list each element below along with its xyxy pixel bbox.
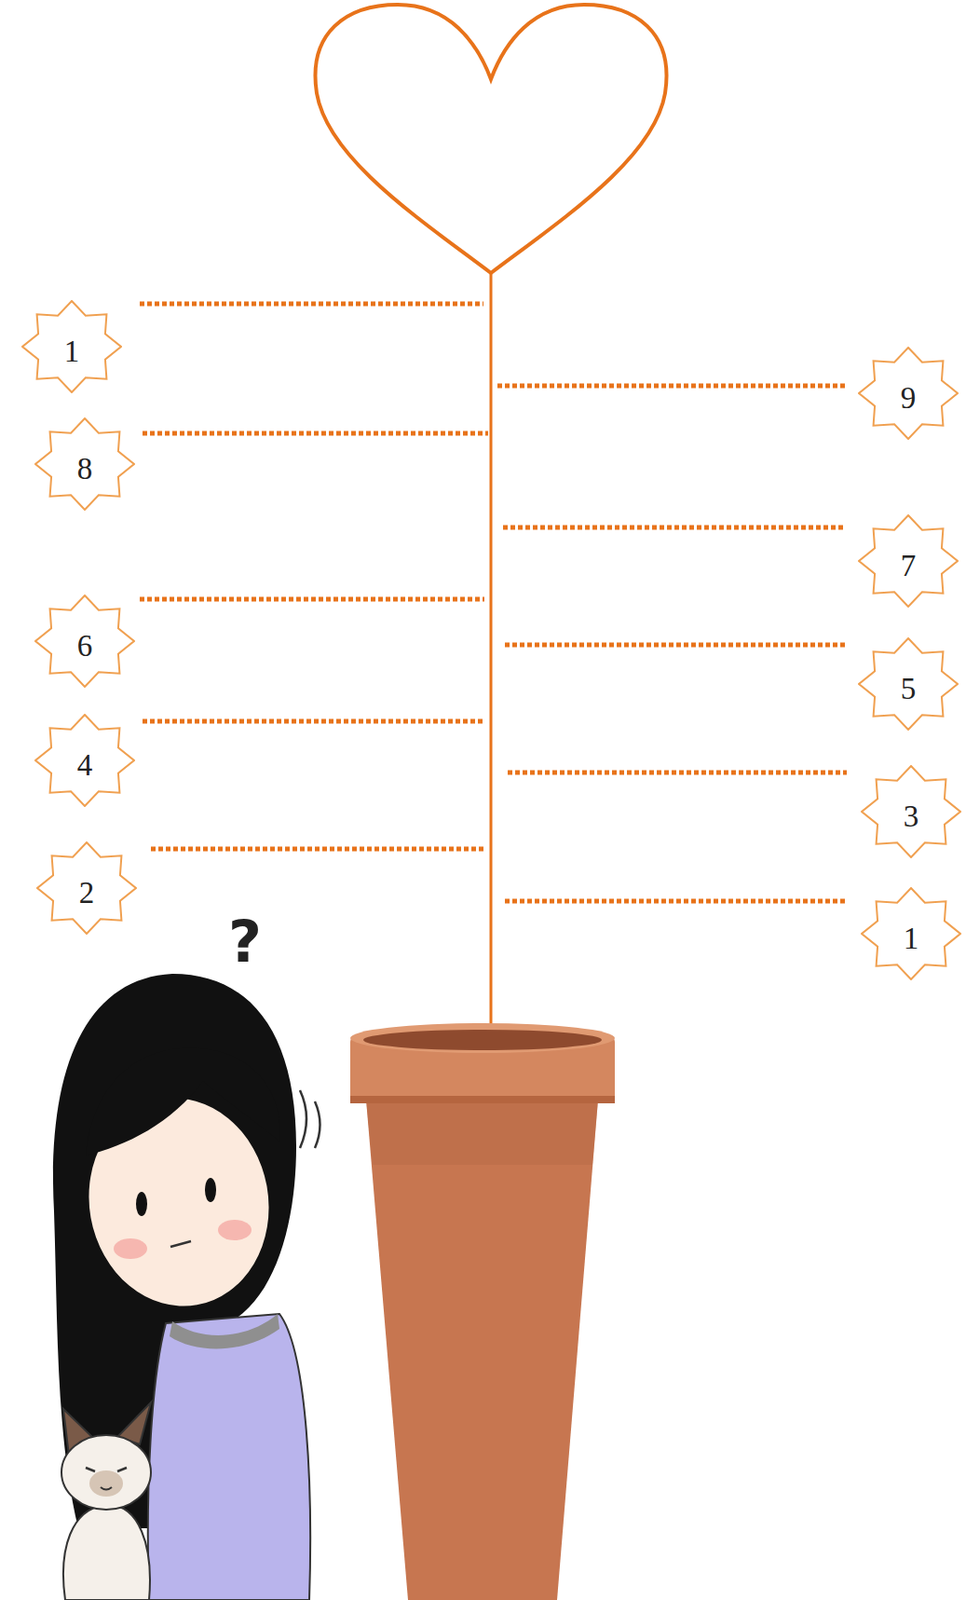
star-badge: 9 — [857, 346, 959, 440]
callout-number: 7 — [900, 541, 917, 582]
callout-number: 5 — [900, 664, 917, 705]
star-badge: 1 — [21, 299, 123, 394]
callout-number: 1 — [64, 326, 81, 368]
star-badge: 2 — [36, 841, 137, 935]
stem — [489, 272, 493, 1027]
star-badge: 7 — [857, 514, 959, 608]
callout-number: 2 — [79, 868, 96, 909]
callout-number: 8 — [77, 444, 94, 485]
question-mark: ? — [228, 912, 262, 971]
callout-number: 1 — [903, 913, 920, 954]
heart-outline — [315, 4, 667, 273]
star-badge: 6 — [34, 594, 136, 688]
star-badge: 3 — [860, 764, 962, 858]
callout-number: 4 — [77, 740, 94, 781]
callout-number: 6 — [77, 621, 94, 662]
star-badge: 4 — [34, 713, 136, 807]
cat-figure — [61, 1401, 151, 1600]
girl-figure — [53, 973, 320, 1600]
leader-lines — [139, 303, 847, 901]
star-badge: 1 — [860, 886, 962, 980]
star-badge: 8 — [34, 417, 136, 511]
flower-pot — [350, 1022, 615, 1600]
star-badge: 5 — [857, 637, 959, 731]
callout-number: 3 — [903, 791, 920, 832]
callout-number: 9 — [900, 373, 917, 414]
